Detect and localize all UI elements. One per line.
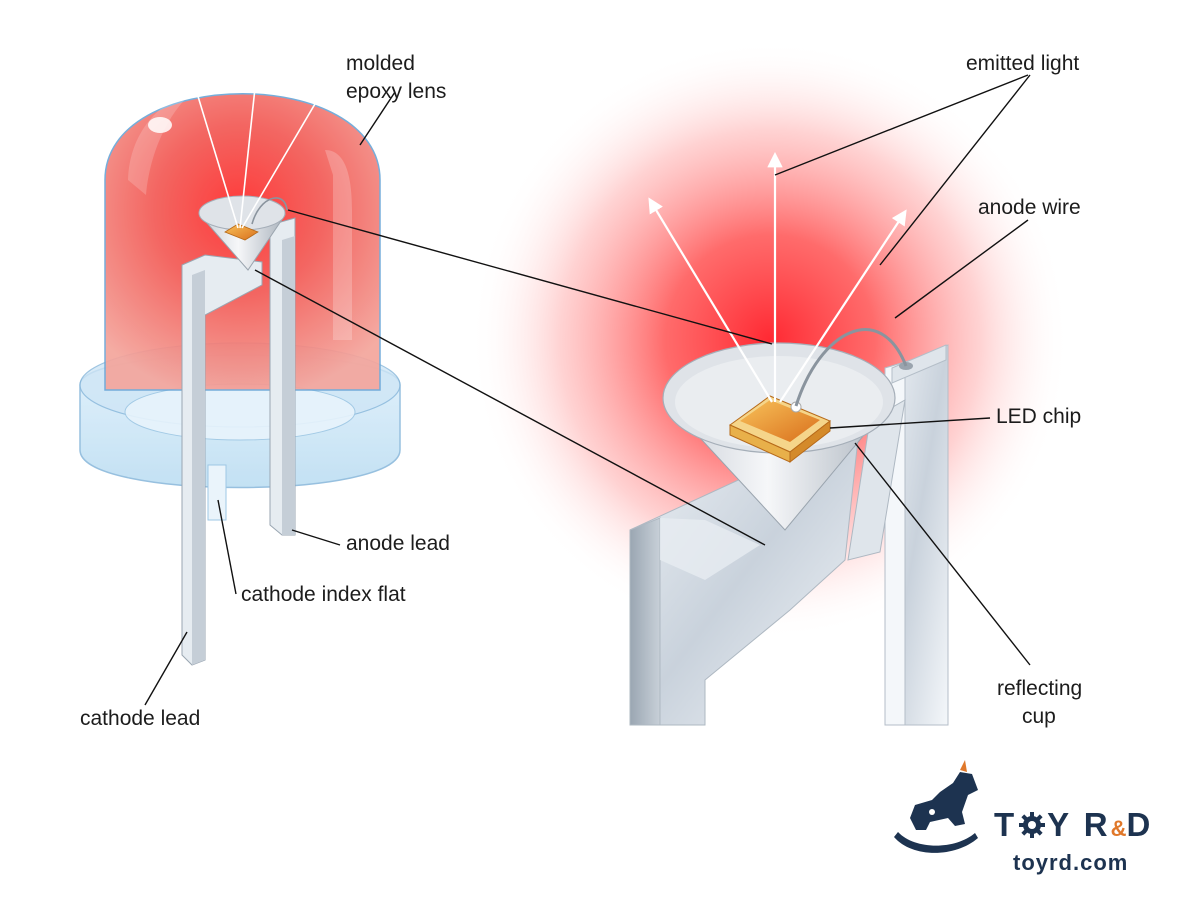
brand-name-part2: Y R (1047, 806, 1111, 843)
anode-lead-left (269, 217, 296, 536)
brand-ampersand: & (1110, 816, 1127, 841)
anode-post (847, 344, 949, 726)
reflecting-cup (662, 342, 896, 531)
led-chip (729, 395, 831, 464)
label-molded-epoxy-lens: molded (346, 52, 415, 75)
gear-icon (1019, 812, 1046, 838)
label-cathode-lead: cathode lead (80, 707, 201, 730)
label-reflecting-cup: reflecting (997, 677, 1083, 700)
label-reflecting-cup-line2: cup (1022, 705, 1056, 728)
brand-name-part3: D (1126, 806, 1154, 843)
label-led-chip: LED chip (996, 405, 1082, 428)
label-emitted-light: emitted light (966, 52, 1080, 75)
emitted-light-arrows-large (648, 151, 907, 403)
label-anode-wire: anode wire (978, 196, 1081, 219)
brand-wordmark: T Y R&D (994, 806, 1153, 848)
zoom-connector-lines (254, 209, 773, 546)
brand-url: toyrd.com (1013, 850, 1129, 875)
label-molded-epoxy-lens-line2: epoxy lens (346, 80, 447, 103)
label-anode-lead: anode lead (346, 532, 450, 555)
label-cathode-index-flat: cathode index flat (241, 583, 406, 606)
emitted-light-arrows-small (187, 57, 324, 229)
anode-wire (794, 328, 908, 407)
brand-name-part1: T (994, 806, 1018, 843)
rocking-horse-icon (894, 760, 978, 853)
cathode-lead-left (181, 254, 263, 666)
label-leader-lines (144, 74, 1031, 706)
